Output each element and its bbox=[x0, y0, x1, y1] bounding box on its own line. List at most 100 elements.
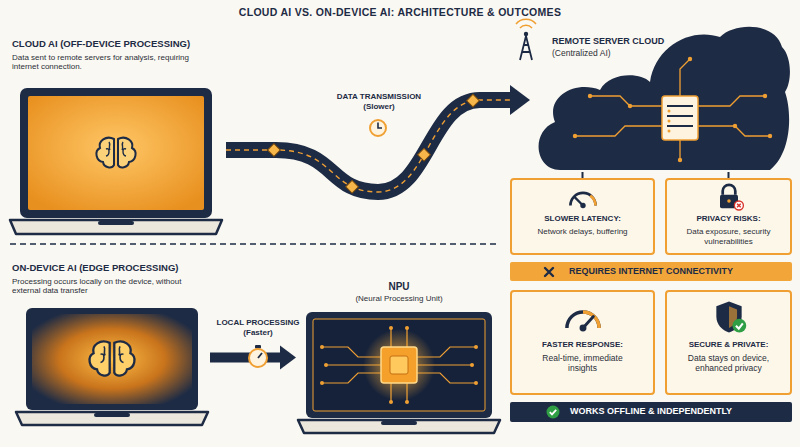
laptop-illustration-part bbox=[28, 96, 204, 210]
node-heading: SLOWER LATENCY: bbox=[514, 214, 651, 224]
node-heading: SECURE & PRIVATE: bbox=[669, 340, 788, 350]
cross-icon bbox=[542, 265, 556, 279]
cloud-laptop: CLOUD AI (OFF-DEVICE PROCESSING)Data sen… bbox=[6, 88, 226, 235]
cloud-illustration-part bbox=[588, 94, 592, 98]
node-body: Data stays on device, enhanced privacy bbox=[676, 353, 781, 374]
status-icon-part bbox=[727, 199, 731, 203]
node-heading: REQUIRES INTERNET CONNECTIVITY bbox=[510, 266, 792, 277]
node-body: Real-time, immediate insights bbox=[535, 353, 630, 374]
node-heading: FASTER RESPONSE: bbox=[514, 340, 651, 350]
status-icon-part bbox=[722, 185, 735, 195]
connector bbox=[210, 346, 296, 370]
npu-illustration-part bbox=[474, 381, 478, 385]
data-packet bbox=[346, 180, 359, 193]
laptop-illustration-part bbox=[90, 341, 110, 375]
data-packet bbox=[467, 94, 480, 107]
stopwatch-hand bbox=[258, 353, 262, 358]
npu-illustration-part bbox=[298, 420, 500, 433]
clock-icon bbox=[370, 120, 386, 136]
status-icon-part bbox=[580, 203, 585, 208]
npu-illustration-part bbox=[381, 347, 417, 383]
npu-illustration-part bbox=[320, 345, 324, 349]
npu-illustration-part bbox=[381, 421, 417, 425]
text-group: CLOUD AI (OFF-DEVICE PROCESSING)Data sen… bbox=[12, 38, 332, 72]
text-group: FASTER RESPONSE: Real-time, immediate ins… bbox=[514, 340, 651, 373]
check-icon-part bbox=[550, 410, 556, 415]
npu-illustration-part bbox=[470, 363, 474, 367]
text-group: ON-DEVICE AI (EDGE PROCESSING)Processing… bbox=[12, 262, 332, 296]
npu-illustration-part bbox=[363, 329, 435, 401]
edge-label: DATA TRANSMISSION (Slower) bbox=[326, 92, 432, 112]
cloud-illustration-part bbox=[668, 110, 671, 113]
arrow-head bbox=[510, 85, 530, 115]
npu-illustration-part bbox=[389, 400, 393, 404]
connector bbox=[226, 85, 530, 193]
data-path bbox=[226, 100, 514, 192]
status-icon-part bbox=[737, 204, 741, 208]
laptop-illustration-part bbox=[20, 88, 212, 218]
text-group: NPU(Neural Processing Unit) bbox=[339, 281, 459, 304]
npu-illustration-part bbox=[474, 345, 478, 349]
laptop-illustration-part bbox=[114, 341, 134, 375]
npu-laptop: NPU(Neural Processing Unit) bbox=[296, 312, 502, 434]
status-icon bbox=[565, 182, 601, 211]
stopwatch-button bbox=[255, 345, 261, 349]
node-body: Data exposure, security vulnerabilities bbox=[674, 227, 784, 247]
process-arrow-line bbox=[210, 353, 282, 363]
laptop-illustration bbox=[14, 308, 210, 426]
data-path-dash bbox=[226, 100, 514, 192]
npu-illustration bbox=[296, 312, 502, 434]
clock-face bbox=[370, 120, 386, 136]
text-group: SECURE & PRIVATE: Data stays on device, e… bbox=[669, 340, 788, 373]
cloud-illustration-part bbox=[688, 57, 692, 61]
node-heading: ON-DEVICE AI (EDGE PROCESSING) bbox=[12, 262, 332, 274]
node-heading: CLOUD AI (OFF-DEVICE PROCESSING) bbox=[12, 38, 332, 50]
cloud-illustration-part bbox=[763, 94, 767, 98]
edge-laptop: ON-DEVICE AI (EDGE PROCESSING)Processing… bbox=[14, 308, 210, 426]
cloud-illustration-part bbox=[573, 134, 577, 138]
cloud-illustration-part bbox=[662, 96, 698, 140]
text-group: SLOWER LATENCY: Network delays, buffering bbox=[514, 214, 651, 237]
data-packet bbox=[268, 144, 281, 157]
npu-illustration-part bbox=[389, 326, 393, 330]
server-cloud: REMOTE SERVER CLOUD(Centralized AI) bbox=[530, 22, 792, 172]
cloud-illustration-part bbox=[733, 124, 737, 128]
laptop-illustration-part bbox=[10, 220, 222, 234]
antenna-waves bbox=[516, 19, 536, 28]
laptop-illustration-part bbox=[96, 138, 135, 168]
edge-label: LOCAL PROCESSING (Faster) bbox=[209, 318, 307, 338]
cross-icon-part bbox=[545, 268, 553, 276]
status-icon bbox=[711, 182, 747, 211]
status-icon bbox=[706, 298, 752, 335]
laptop-illustration-part bbox=[16, 412, 208, 425]
node-body: (Neural Processing Unit) bbox=[339, 294, 459, 304]
laptop-illustration-part bbox=[90, 341, 135, 375]
check-icon bbox=[546, 405, 560, 419]
laptop-illustration-part bbox=[26, 308, 198, 410]
npu-illustration-part bbox=[390, 356, 408, 374]
cloud-illustration-part bbox=[678, 158, 682, 162]
text-group: REQUIRES INTERNET CONNECTIVITY bbox=[510, 266, 792, 277]
npu-illustration-part bbox=[313, 319, 485, 411]
arrow-head bbox=[280, 346, 296, 370]
cloud-illustration-part bbox=[668, 130, 671, 133]
node-heading: WORKS OFFLINE & INDEPENDENTLY bbox=[510, 406, 792, 417]
npu-illustration-part bbox=[405, 326, 409, 330]
npu-illustration-part bbox=[320, 381, 324, 385]
laptop-illustration-part bbox=[32, 314, 192, 404]
status-icon-part bbox=[735, 323, 742, 328]
npu-illustration-part bbox=[322, 328, 476, 402]
outcome-card: SLOWER LATENCY: Network delays, buffering bbox=[510, 178, 655, 255]
outcome-card: SECURE & PRIVATE: Data stays on device, e… bbox=[665, 290, 792, 395]
section-divider bbox=[10, 243, 496, 245]
npu-illustration-part bbox=[306, 312, 492, 418]
laptop-illustration bbox=[6, 88, 226, 235]
status-band: WORKS OFFLINE & INDEPENDENTLY bbox=[510, 402, 792, 422]
status-icon-part bbox=[732, 319, 746, 333]
outcome-card: PRIVACY RISKS:Data exposure, security vu… bbox=[665, 178, 792, 255]
check-icon-part bbox=[547, 406, 560, 419]
laptop-illustration-part bbox=[98, 221, 134, 225]
node-heading: NPU bbox=[339, 281, 459, 293]
text-group: REMOTE SERVER CLOUD(Centralized AI) bbox=[552, 36, 682, 58]
node-body: Network delays, buffering bbox=[518, 227, 648, 237]
